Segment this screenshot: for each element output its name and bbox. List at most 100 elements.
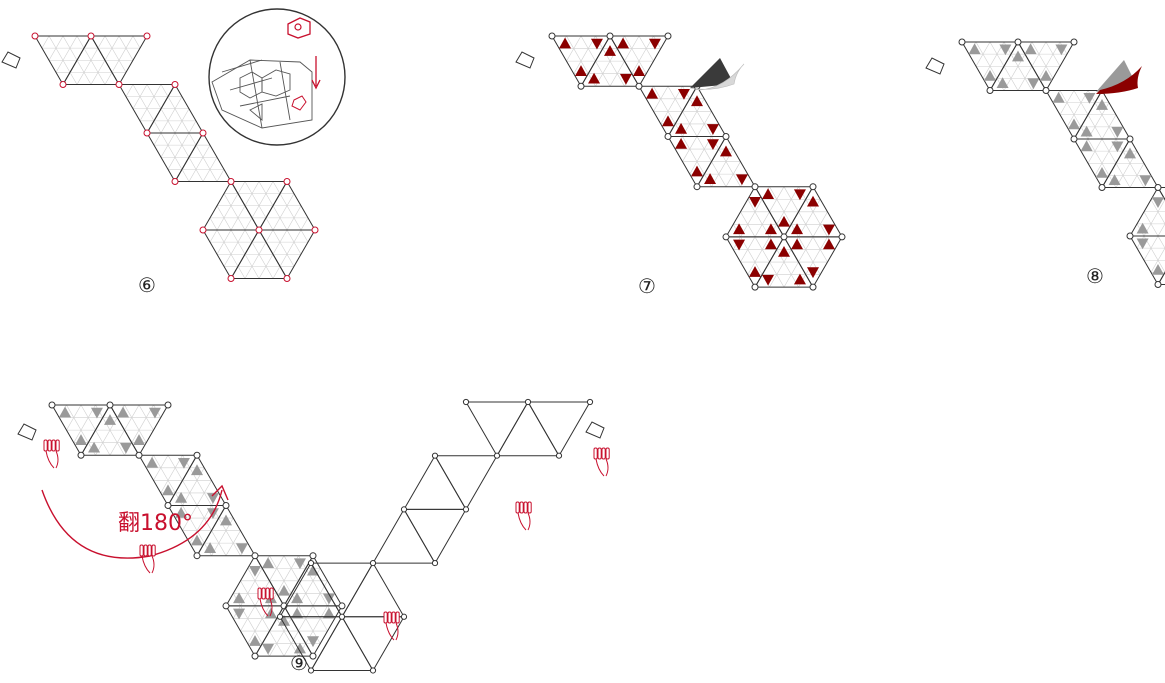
- connector-node: [809, 183, 817, 191]
- marker-triangle: [575, 65, 587, 76]
- grid-line: [244, 229, 253, 243]
- step-9-panel-back: [276, 398, 605, 674]
- marker-triangle: [204, 542, 217, 553]
- marker-triangle: [233, 592, 246, 604]
- grid-line: [682, 136, 705, 175]
- marker-triangle: [59, 406, 72, 418]
- grid-line: [97, 35, 106, 49]
- step-9-number: ⑨: [290, 651, 308, 675]
- marker-triangle: [1111, 126, 1124, 138]
- connector-node: [548, 32, 556, 40]
- connector-node: [369, 559, 377, 567]
- panel-triangle: [527, 401, 591, 457]
- grid-line: [188, 120, 197, 134]
- connector-node: [59, 80, 67, 88]
- hand-icon: [257, 587, 274, 617]
- grid-line: [272, 229, 295, 267]
- grid-line: [76, 35, 85, 49]
- marker-triangle: [291, 592, 304, 604]
- marker-triangle: [146, 456, 159, 468]
- grid-line: [153, 132, 162, 146]
- panel-triangle: [279, 616, 343, 672]
- connector-node: [87, 32, 95, 40]
- marker-triangle: [1124, 147, 1136, 159]
- connector-node: [227, 274, 235, 282]
- connector-node: [193, 451, 201, 459]
- tape-red-icon: [1096, 60, 1142, 94]
- marker-triangle: [1012, 50, 1024, 62]
- marker-triangle: [1055, 44, 1068, 56]
- connector-node: [338, 613, 346, 620]
- grid-line: [240, 568, 263, 607]
- marker-triangle: [822, 238, 835, 250]
- panel-triangle: [1101, 137, 1159, 188]
- grid-line: [83, 47, 106, 85]
- grid-line: [167, 96, 190, 134]
- connector-node: [462, 506, 470, 513]
- marker-triangle: [191, 464, 203, 476]
- panel-triangle: [341, 562, 405, 618]
- marker-triangle: [322, 593, 335, 605]
- grid-line: [247, 568, 270, 607]
- grid-line: [41, 35, 50, 49]
- panel-triangle: [783, 236, 843, 289]
- marker-triangle: [822, 224, 835, 236]
- connector-node: [143, 32, 151, 40]
- marker-triangle: [1136, 238, 1149, 250]
- grid-line: [1094, 138, 1117, 176]
- grid-line: [188, 132, 197, 146]
- magnifier-detail-icon: [208, 8, 346, 146]
- grid-line: [132, 84, 155, 122]
- connector-node: [1014, 38, 1022, 46]
- connector-node: [838, 233, 846, 241]
- connector-node: [307, 559, 315, 567]
- grid-line: [272, 266, 281, 279]
- connector-node: [135, 451, 143, 459]
- step-7-panel: [515, 32, 846, 291]
- grid-line: [1157, 223, 1165, 237]
- marker-triangle: [619, 73, 632, 85]
- hand-icon: [383, 611, 400, 641]
- grid-line: [747, 199, 770, 238]
- grid-line: [160, 132, 183, 170]
- marker-triangle: [793, 273, 806, 285]
- grid-line: [1031, 41, 1054, 79]
- marker-triangle: [1024, 43, 1037, 55]
- connector-node: [222, 602, 230, 610]
- marker-triangle: [278, 614, 290, 626]
- marker-triangle: [88, 441, 101, 453]
- grid-line: [251, 181, 274, 219]
- grid-line: [689, 136, 712, 175]
- grid-line: [740, 236, 763, 275]
- connector-node: [255, 226, 263, 234]
- marker-triangle: [75, 434, 87, 445]
- panel-triangle: [1129, 235, 1165, 286]
- marker-triangle: [133, 434, 145, 445]
- grid-line: [160, 84, 169, 97]
- grid-line: [624, 35, 647, 74]
- grid-line: [1038, 41, 1061, 79]
- connector-node: [227, 177, 235, 185]
- panel-triangle: [258, 229, 316, 280]
- marker-triangle: [633, 65, 645, 76]
- marker-triangle: [191, 534, 203, 546]
- grid-line: [1143, 235, 1165, 273]
- grid-line: [195, 144, 218, 182]
- grid-line: [216, 169, 225, 182]
- marker-triangle: [1096, 99, 1108, 110]
- grid-line: [182, 505, 205, 544]
- marker-triangle: [1152, 263, 1164, 275]
- finger: [395, 611, 400, 624]
- finger: [519, 501, 524, 514]
- marker-triangle: [778, 245, 790, 257]
- grid-line: [188, 144, 211, 182]
- grid-line: [160, 455, 183, 494]
- step-6-number: ⑥: [138, 273, 156, 297]
- grid-line: [48, 35, 71, 73]
- finger: [269, 587, 274, 600]
- connector-node: [1154, 280, 1162, 288]
- marker-triangle: [148, 407, 161, 419]
- connector-node: [524, 398, 532, 406]
- grid-line: [209, 217, 218, 231]
- grid-line: [272, 181, 281, 194]
